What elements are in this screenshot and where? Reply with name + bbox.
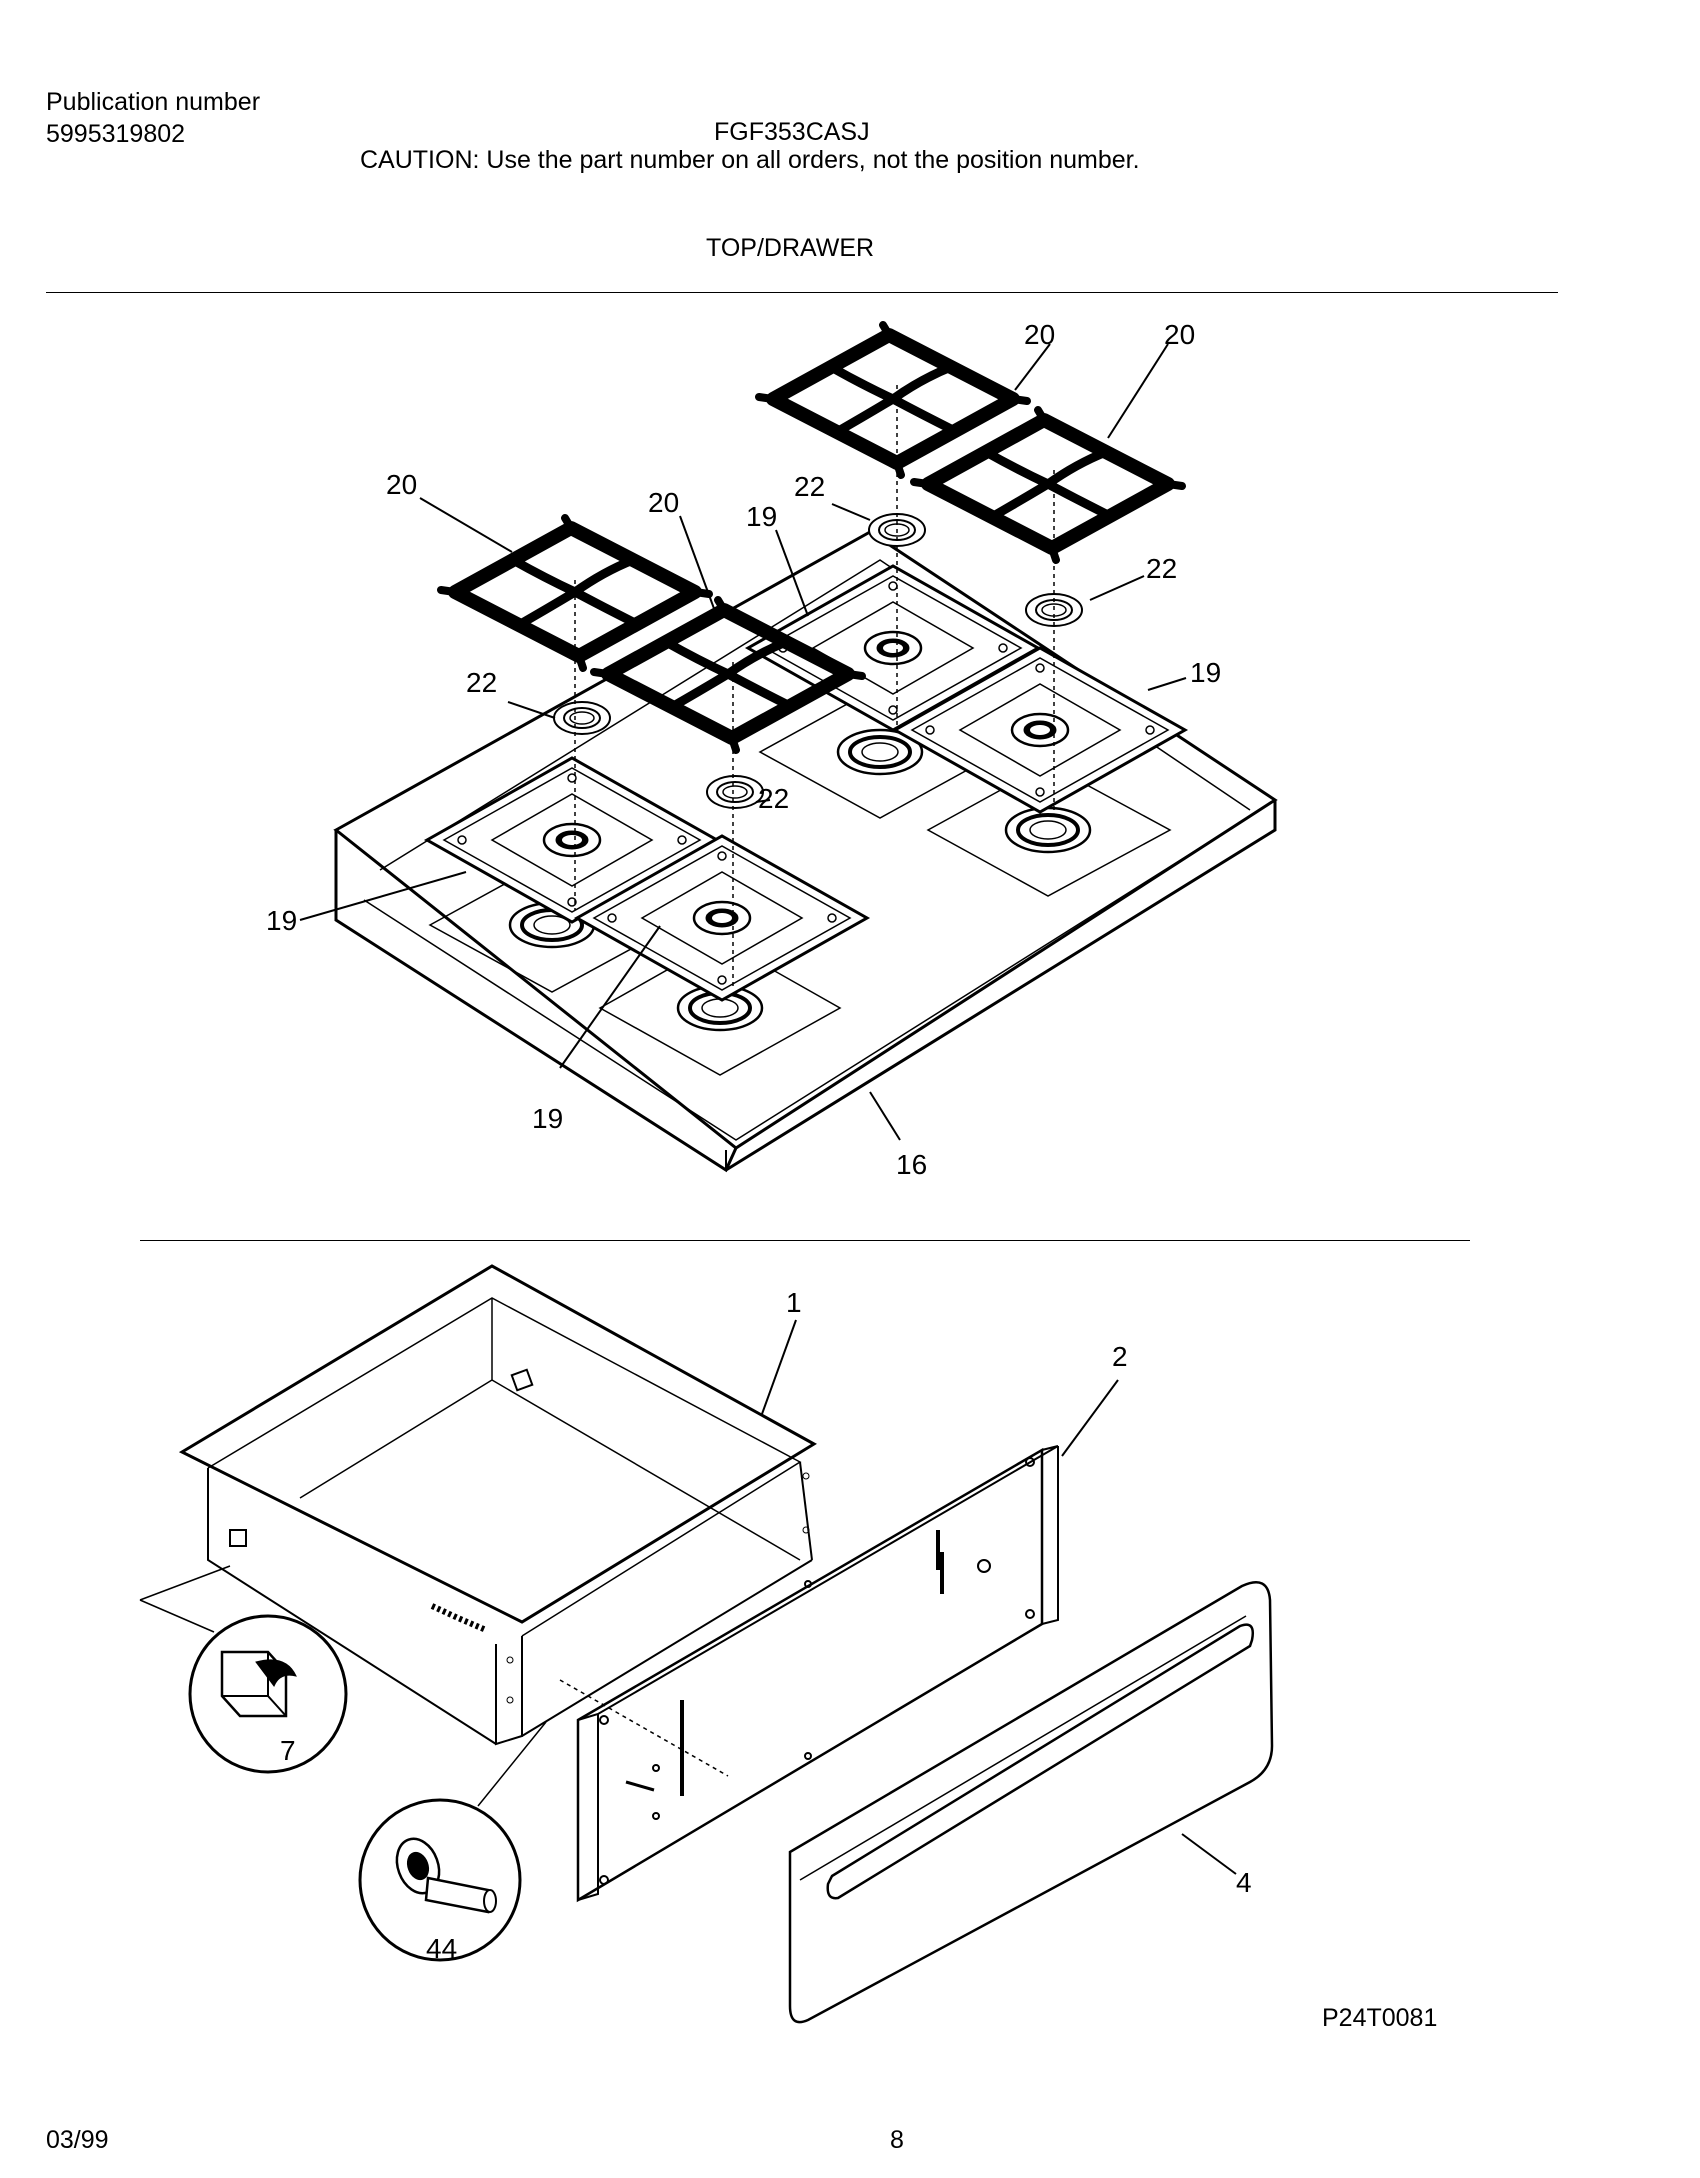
callout-cooktop: 16 [896,1149,927,1180]
callout-cap-right-front: 22 [1146,553,1177,584]
burner-cap-left-front [706,775,764,809]
callout-drawer-clip: 7 [280,1735,296,1766]
drawer-body [178,1264,817,1746]
section-title: TOP/DRAWER [706,234,875,262]
model-number: FGF353CASJ [714,118,870,146]
callout-cap-right-rear: 22 [794,471,825,502]
publication-number: 5995319802 [46,120,186,148]
clip-detail-circle [139,1565,348,1774]
callout-pan-left-rear: 19 [266,905,297,936]
leader-lines-top [299,343,1187,1141]
publication-date: 03/99 [46,2126,109,2154]
callout-pan-right-front: 19 [1190,657,1221,688]
callout-cap-left-front: 22 [758,783,789,814]
callout-pan-right-rear: 19 [746,501,777,532]
top-divider [46,292,1558,293]
callout-drawer-roller: 44 [426,1933,457,1964]
callout-cap-left-rear: 22 [466,667,497,698]
middle-divider [140,1240,1470,1241]
callout-drawer-front-panel: 2 [1112,1341,1128,1372]
caution-note: CAUTION: Use the part number on all orde… [360,146,1140,174]
publication-label: Publication number [46,88,261,116]
drawer-trim [788,1581,1274,2024]
cooktop-burner-well-right-front [1004,806,1092,854]
callout-pan-left-front: 19 [532,1103,563,1134]
callout-drawer-body: 1 [786,1287,802,1318]
leader-lines-bottom [761,1319,1237,1875]
page-number: 8 [890,2126,904,2154]
diagram-code: P24T0081 [1322,2004,1438,2032]
burner-cap-left-rear [553,701,611,735]
roller-detail-circle [358,1721,547,1962]
callout-grate-left-rear: 20 [386,469,417,500]
callout-drawer-trim: 4 [1236,1867,1252,1898]
callout-grate-right-front: 20 [1164,319,1195,350]
drawer-front-panel [559,1445,1059,1903]
alignment-lines [574,385,1055,990]
callout-grate-left-front: 20 [648,487,679,518]
callout-grate-right-rear: 20 [1024,319,1055,350]
